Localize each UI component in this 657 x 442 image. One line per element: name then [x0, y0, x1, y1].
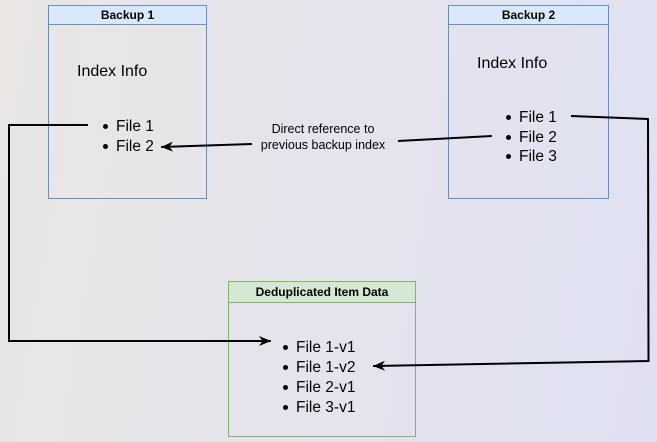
file-list-item: File 3 — [504, 147, 557, 167]
annotation-line2: previous backup index — [260, 138, 386, 152]
backup2-title: Backup 2 — [449, 6, 608, 25]
file-list-item: File 3-v1 — [281, 398, 355, 418]
file-list-item: File 2-v1 — [281, 378, 355, 398]
backup1-title: Backup 1 — [49, 6, 206, 25]
annotation-line1: Direct reference to — [271, 122, 375, 136]
backup2-file-list: File 1 File 2 File 3 — [504, 108, 557, 167]
file-list-item: File 1-v2 — [281, 358, 355, 378]
backup2-index-info-label: Index Info — [477, 55, 548, 72]
file-list-item: File 2 — [101, 137, 154, 157]
file-list-item: File 1-v1 — [281, 338, 355, 358]
file-list-item: File 1 — [504, 108, 557, 128]
backup2-box: Backup 2 Index Info File 1 File 2 File 3 — [448, 5, 609, 199]
dedup-box: Deduplicated Item Data File 1-v1 File 1-… — [228, 281, 416, 437]
file-list-item: File 1 — [101, 117, 154, 137]
dedup-title: Deduplicated Item Data — [229, 282, 415, 303]
backup1-file-list: File 1 File 2 — [101, 117, 154, 156]
arrow-annotation: Direct reference to previous backup inde… — [248, 121, 398, 153]
backup1-index-info-label: Index Info — [77, 63, 148, 80]
backup1-box: Backup 1 Index Info File 1 File 2 — [48, 5, 207, 199]
dedup-file-list: File 1-v1 File 1-v2 File 2-v1 File 3-v1 — [281, 338, 355, 418]
file-list-item: File 2 — [504, 128, 557, 148]
